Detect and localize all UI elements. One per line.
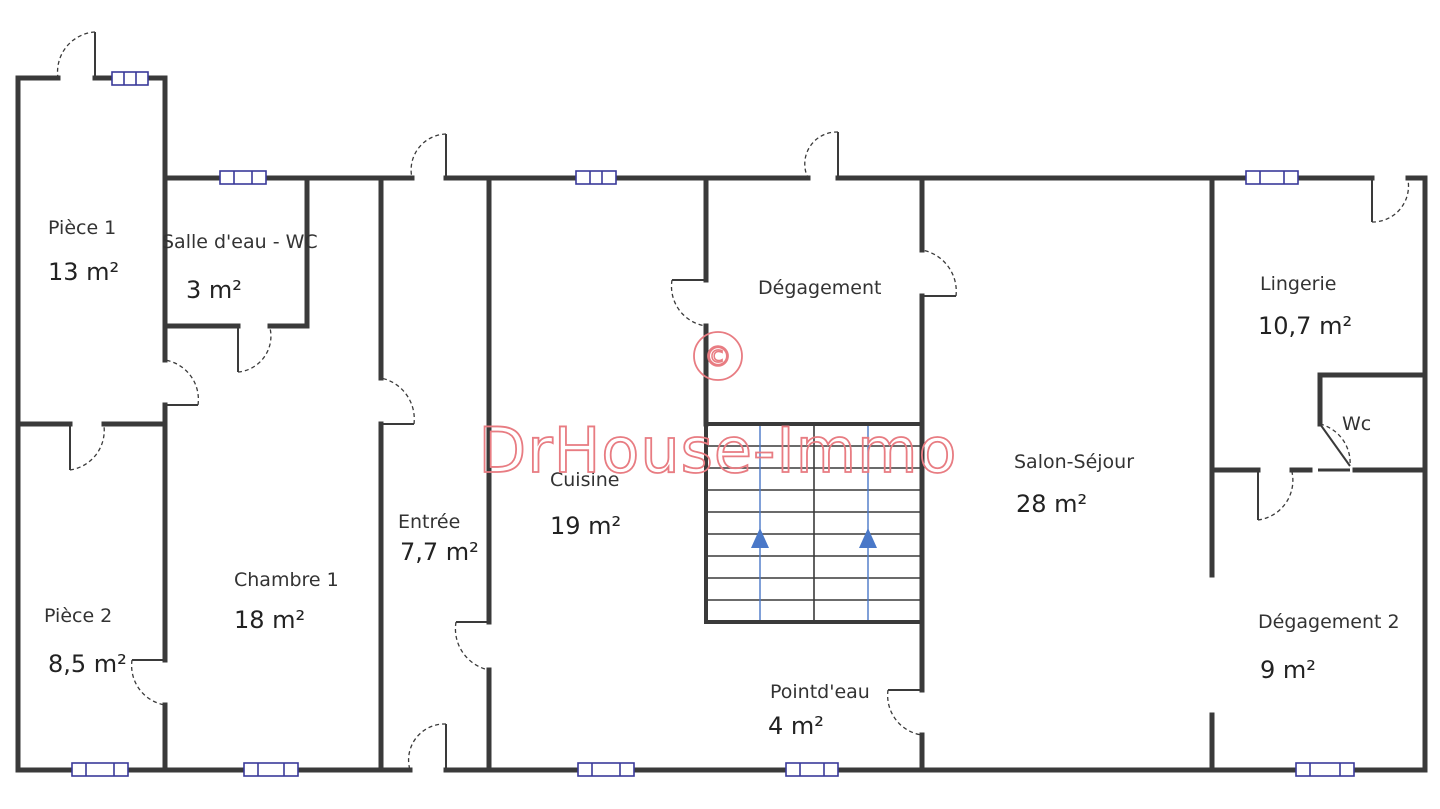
room-name-entree: Entrée	[398, 511, 460, 533]
room-name-salle-d-eau: Salle d'eau - WC	[162, 231, 318, 253]
room-name-cuisine: Cuisine	[550, 469, 620, 491]
stair-arrow-icon	[859, 528, 877, 548]
door-icon	[130, 659, 166, 706]
door-icon	[69, 424, 105, 471]
room-area-cuisine: 19 m²	[550, 512, 621, 540]
door-icon	[921, 249, 957, 297]
windows	[71, 71, 1355, 777]
staircase	[704, 422, 924, 624]
window-icon	[1245, 170, 1299, 185]
door-icon	[410, 133, 447, 179]
window-icon	[785, 762, 839, 777]
room-name-piece-2: Pièce 2	[44, 605, 112, 627]
window-icon	[219, 170, 267, 185]
window-icon	[71, 762, 129, 777]
window-icon	[111, 71, 149, 86]
door-icon	[380, 377, 415, 425]
room-name-piece-1: Pièce 1	[48, 217, 116, 239]
room-name-degagement-2: Dégagement 2	[1258, 611, 1400, 633]
door-icon	[56, 31, 96, 79]
room-area-point-d-eau: 4 m²	[768, 712, 824, 740]
room-area-piece-1: 13 m²	[48, 258, 119, 286]
door-icon	[164, 359, 200, 406]
door-icon	[670, 279, 707, 327]
room-name-salon-sejour: Salon-Séjour	[1014, 451, 1134, 473]
window-icon	[577, 762, 635, 777]
room-area-salle-d-eau: 3 m²	[186, 276, 242, 304]
room-name-chambre-1: Chambre 1	[234, 569, 339, 591]
watermark: © DrHouse-Immo	[478, 331, 958, 488]
room-area-lingerie: 10,7 m²	[1258, 312, 1352, 340]
door-icon	[1319, 423, 1351, 467]
room-name-lingerie: Lingerie	[1260, 273, 1336, 295]
copyright-icon	[693, 331, 743, 381]
door-icon	[1371, 178, 1410, 223]
door-icon	[886, 689, 923, 736]
window-icon	[575, 170, 617, 185]
door-icon	[804, 131, 839, 179]
room-area-degagement-2: 9 m²	[1260, 656, 1316, 684]
door-icon	[1257, 470, 1294, 521]
watermark-symbol: ©	[704, 340, 732, 373]
room-area-chambre-1: 18 m²	[234, 606, 305, 634]
watermark-text: DrHouse-Immo	[479, 414, 958, 487]
room-area-piece-2: 8,5 m²	[48, 650, 127, 678]
door-icon	[454, 621, 490, 671]
room-name-wc: Wc	[1342, 413, 1371, 435]
doors	[56, 31, 1410, 771]
room-name-degagement: Dégagement	[758, 277, 881, 299]
window-icon	[1295, 762, 1355, 777]
door-icon	[237, 326, 272, 373]
room-name-point-d-eau: Pointd'eau	[770, 681, 870, 703]
room-area-salon-sejour: 28 m²	[1016, 490, 1087, 518]
room-labels: Pièce 1 13 m² Salle d'eau - WC 3 m² Pièc…	[44, 217, 1400, 740]
window-icon	[243, 762, 299, 777]
room-area-entree: 7,7 m²	[400, 538, 479, 566]
door-icon	[407, 723, 447, 771]
stair-arrow-icon	[751, 528, 769, 548]
